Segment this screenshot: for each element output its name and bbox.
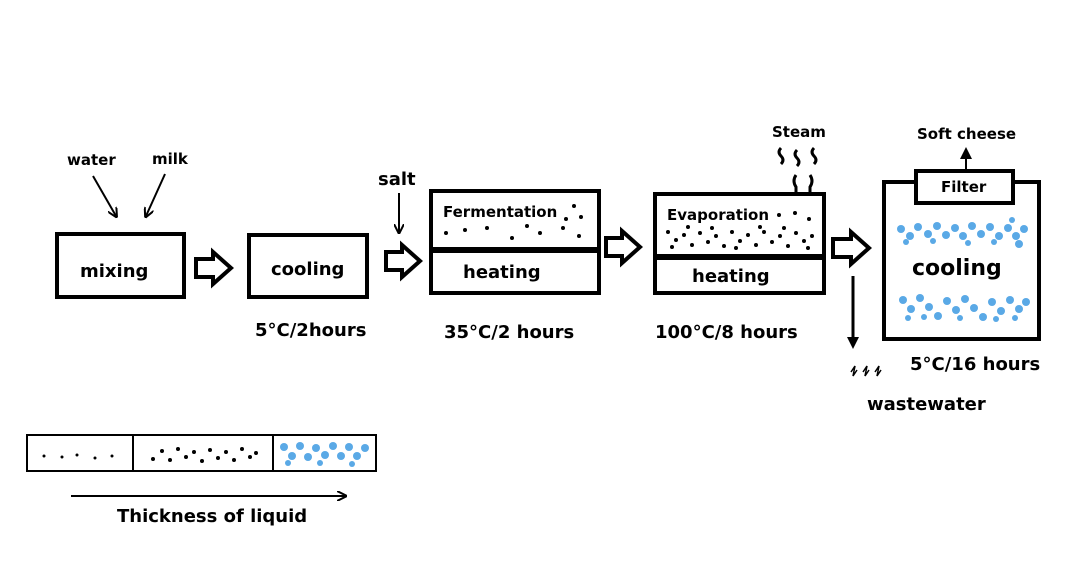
- mixing-box: [55, 232, 186, 299]
- curd-particles-top: [897, 217, 1028, 248]
- flow-arrow-1: [194, 247, 235, 289]
- fermentation-particles: [444, 204, 583, 240]
- steam-icon: [777, 146, 818, 195]
- cooling-label-1: cooling: [271, 259, 344, 280]
- legend-medium-particles: [151, 447, 258, 463]
- mixing-label: mixing: [80, 261, 148, 282]
- curd-particles-bottom: [899, 294, 1030, 322]
- heating-label-1: heating: [463, 262, 541, 283]
- water-label: water: [67, 151, 116, 169]
- legend-caption: Thickness of liquid: [117, 506, 307, 527]
- fermentation-condition: 35°C/2 hours: [444, 322, 574, 343]
- cooling-label-2: cooling: [912, 256, 1002, 281]
- water-arrow: [92, 175, 116, 216]
- heating-label-2: heating: [692, 266, 770, 287]
- salt-label: salt: [378, 169, 416, 190]
- legend-thin-particles: [42, 453, 114, 460]
- legend-thick-particles: [280, 442, 369, 467]
- evaporation-box: [653, 192, 826, 295]
- cooling-box-1: [247, 233, 369, 299]
- soft-cheese-label: Soft cheese: [917, 125, 1016, 143]
- flow-arrow-4: [831, 227, 873, 269]
- cooling-tank: [882, 180, 1041, 341]
- wastewater-drip-icon: [850, 365, 882, 377]
- filter-box: [914, 169, 1015, 205]
- flow-arrow-2: [384, 240, 424, 282]
- fermentation-label: Fermentation: [443, 203, 557, 221]
- evaporation-condition: 100°C/8 hours: [655, 322, 798, 343]
- fermentation-box: [429, 189, 601, 295]
- cooling-condition-1: 5°C/2hours: [255, 320, 366, 341]
- filter-label: Filter: [941, 178, 987, 196]
- flow-arrow-3: [604, 226, 644, 268]
- steam-label: Steam: [772, 123, 826, 141]
- evaporation-label: Evaporation: [667, 206, 769, 224]
- milk-arrow: [146, 173, 166, 216]
- evaporation-particles: [666, 211, 814, 250]
- wastewater-label: wastewater: [867, 394, 986, 415]
- cooling-condition-2: 5°C/16 hours: [910, 354, 1040, 375]
- milk-label: milk: [152, 150, 189, 168]
